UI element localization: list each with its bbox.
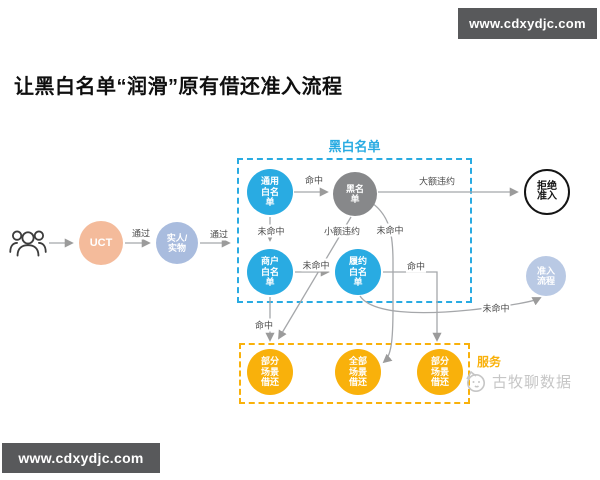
node-reject-admission: 拒绝 准入 xyxy=(524,169,570,215)
dog-face-icon xyxy=(466,370,485,392)
edge-label-miss-general: 未命中 xyxy=(256,224,286,238)
edge-label-miss-merchant: 未命中 xyxy=(301,258,331,272)
website-url-bar-top: www.cdxydjc.com xyxy=(458,8,597,39)
service-group-title: 服务 xyxy=(477,355,502,369)
node-admission-process: 准入 流程 xyxy=(526,256,566,296)
node-general-whitelist: 通用 白名 单 xyxy=(247,169,293,215)
node-partial-scenario-right: 部分 场景 借还 xyxy=(417,349,463,395)
node-blacklist: 黑名 单 xyxy=(333,172,377,216)
arrow-blacklist-to-full-scenario xyxy=(371,202,394,364)
edge-label-hit-performance: 命中 xyxy=(405,259,427,273)
edge-label-large-default: 大额违约 xyxy=(417,174,457,188)
edge-label-pass-2: 通过 xyxy=(208,227,230,241)
watermark-text: 古牧聊数据 xyxy=(492,373,573,391)
edge-label-hit-blacklist: 命中 xyxy=(303,173,325,187)
website-url-text: www.cdxydjc.com xyxy=(18,450,144,466)
arrow-performance-to-admission xyxy=(359,295,542,314)
node-full-scenario: 全部 场景 借还 xyxy=(335,349,381,395)
page-title: 让黑白名单“润滑”原有借还准入流程 xyxy=(14,76,343,98)
edge-label-pass-1: 通过 xyxy=(130,226,152,240)
blacklist-group-title: 黑白名单 xyxy=(328,139,381,154)
arrow-performance-to-partial-right xyxy=(383,271,442,342)
edge-label-hit-merchant: 命中 xyxy=(253,318,275,332)
service-group-box xyxy=(239,343,470,404)
blacklist-group-box xyxy=(237,158,472,303)
node-partial-scenario-left: 部分 场景 借还 xyxy=(247,349,293,395)
website-url-bar-bottom: www.cdxydjc.com xyxy=(2,443,160,473)
node-real-person-verify: 实人/ 实物 xyxy=(156,222,198,264)
node-performance-whitelist: 履约 白名 单 xyxy=(335,249,381,295)
edge-label-small-default: 小额违约 xyxy=(322,224,362,238)
users-icon xyxy=(8,224,48,265)
node-uct: UCT xyxy=(79,221,123,265)
watermark: 古牧聊数据 xyxy=(463,369,572,393)
node-merchant-whitelist: 商户 白名 单 xyxy=(247,249,293,295)
edge-label-miss-blacklist: 未命中 xyxy=(375,223,405,237)
edge-label-miss-performance: 未命中 xyxy=(481,301,511,315)
website-url-text: www.cdxydjc.com xyxy=(469,16,586,31)
